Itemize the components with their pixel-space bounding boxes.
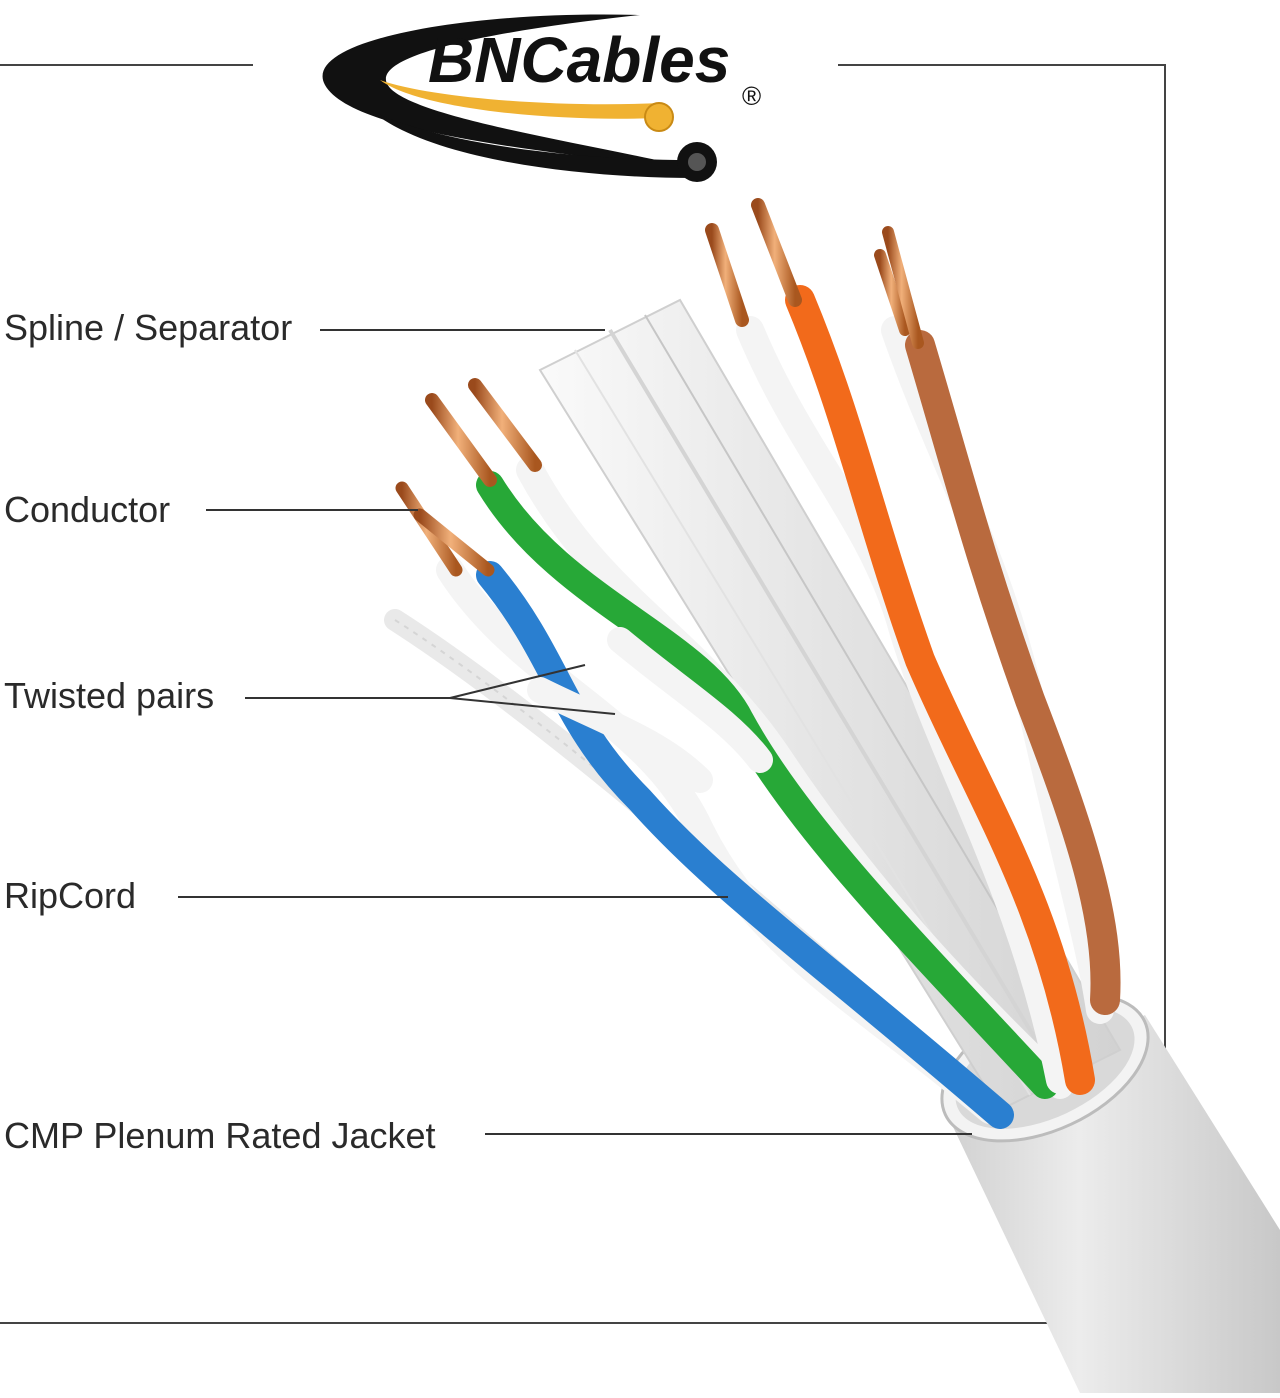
leader-lines [178,329,972,1135]
green-pair [476,456,1074,1099]
conductors [395,198,924,577]
conductor [874,249,911,336]
conductor [468,378,542,472]
label-spline-separator: Spline / Separator [4,307,293,348]
label-conductor: Conductor [4,489,171,530]
orange-pair [736,285,1095,1095]
logo-gold-cable-end [644,102,674,132]
conductor [751,198,802,307]
logo-registered-mark: ® [742,81,761,111]
logo-wordmark: BNCables [428,24,730,96]
logo-dark-cable [370,110,695,178]
brown-pair [881,316,1121,1024]
label-jacket: CMP Plenum Rated Jacket [4,1115,436,1156]
label-ripcord: RipCord [4,875,137,916]
brand-logo: BNCables ® [322,14,761,182]
logo-swoosh-gold [380,80,660,119]
conductor [413,508,495,577]
conductor [425,393,497,487]
conductor [705,223,749,327]
conductor [882,226,924,349]
blue-pair [436,556,1014,1129]
logo-swoosh-dark [322,14,700,171]
label-twisted-pairs: Twisted pairs [4,675,215,716]
frame [0,64,1166,1324]
frame-right-bottom-line [0,64,1166,1324]
